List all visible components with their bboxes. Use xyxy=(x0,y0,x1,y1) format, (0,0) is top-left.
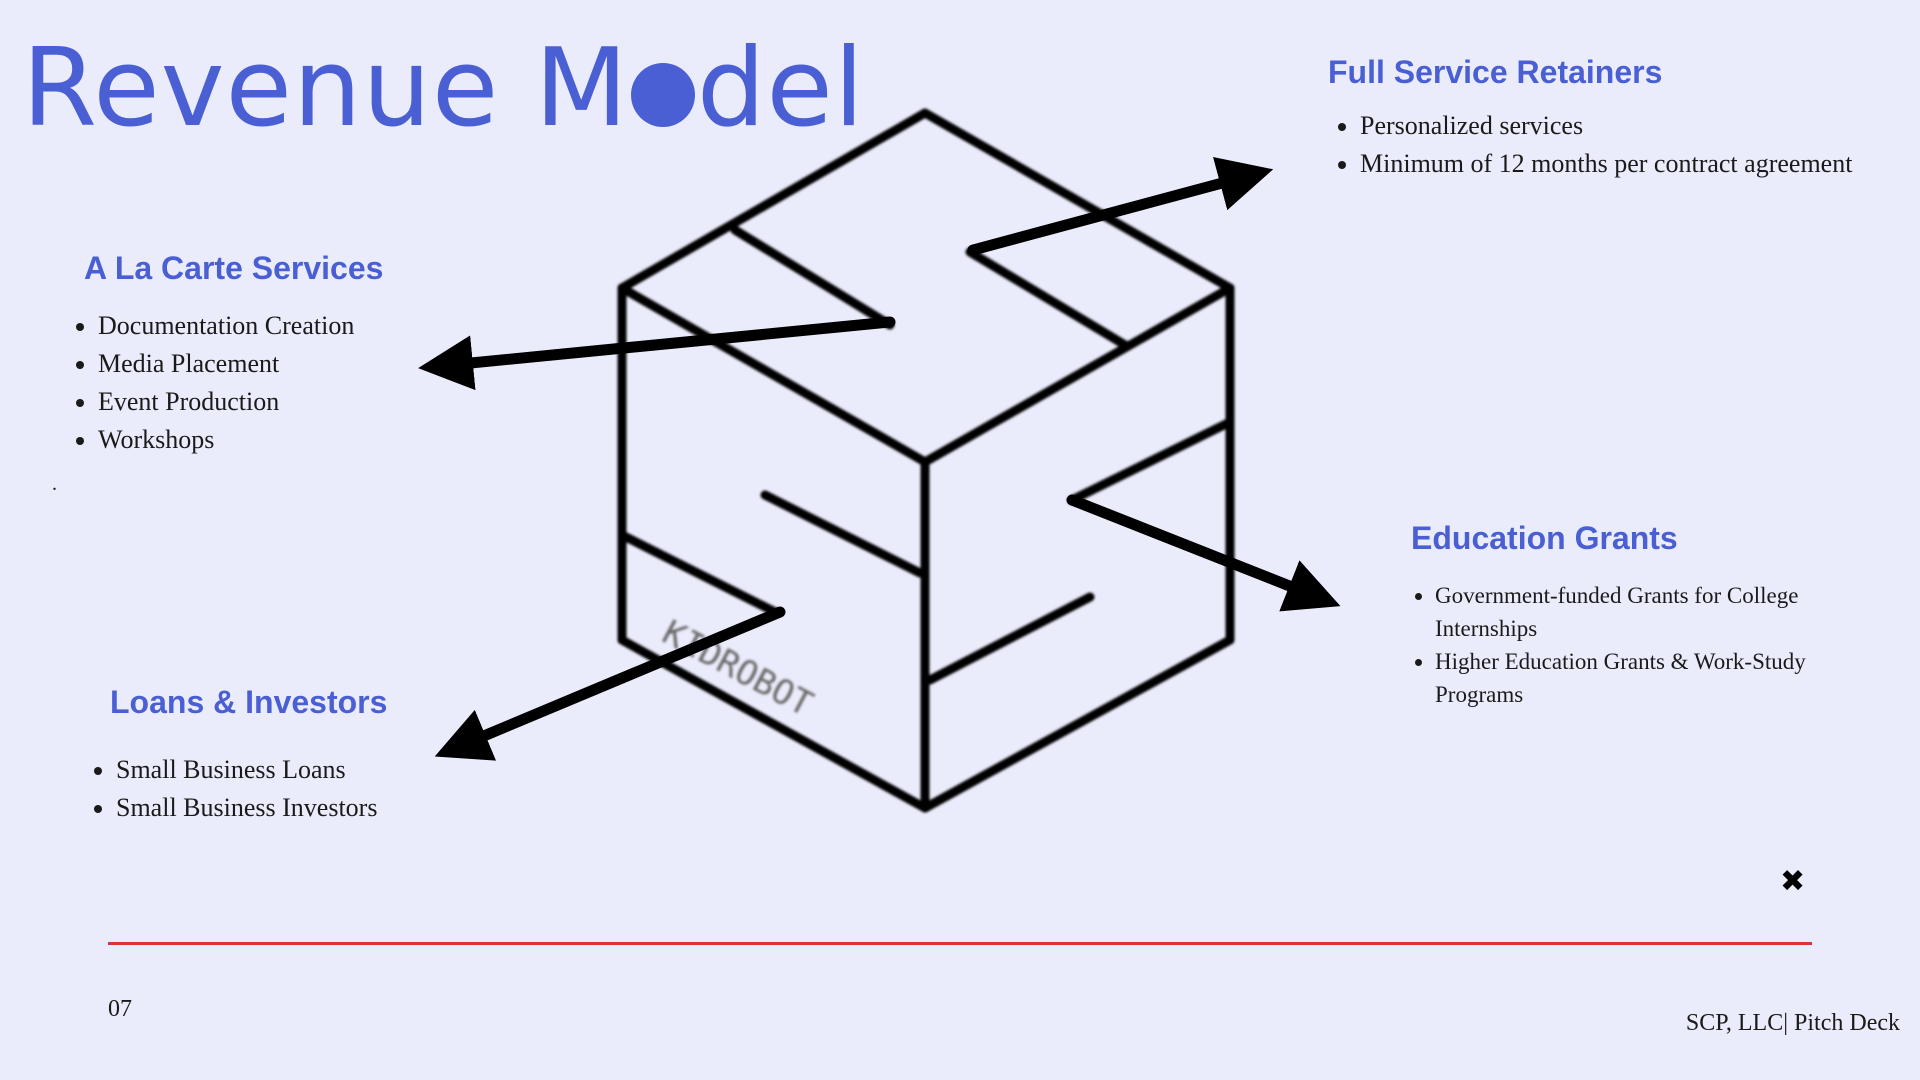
title-text-start: Revenue M xyxy=(22,26,629,151)
page-number: 07 xyxy=(108,996,132,1022)
list-item: Event Production xyxy=(98,383,383,421)
title-dot-o xyxy=(630,63,695,127)
list-item: Workshops xyxy=(98,421,383,459)
education-heading: Education Grants xyxy=(1411,520,1678,556)
cube-s-left-low xyxy=(617,530,780,617)
list-item: Small Business Investors xyxy=(116,789,387,827)
title-text-end: del xyxy=(696,26,865,151)
full-service-list: Personalized services Minimum of 12 mont… xyxy=(1328,107,1852,183)
cube-top-edges xyxy=(617,283,1235,467)
footer-divider xyxy=(108,942,1812,945)
section-a-la-carte-services: A La Carte Services Documentation Creati… xyxy=(84,250,383,459)
full-service-heading: Full Service Retainers xyxy=(1328,54,1663,90)
list-item: Documentation Creation xyxy=(98,307,383,345)
stray-period: . xyxy=(52,473,57,495)
slide-title: Revenue M del xyxy=(22,29,865,149)
close-icon[interactable]: ✖ xyxy=(1780,864,1806,899)
section-education-grants: Education Grants Government-funded Grant… xyxy=(1411,520,1851,711)
section-loans-investors: Loans & Investors Small Business Loans S… xyxy=(110,684,387,827)
cube-s-right-low xyxy=(925,592,1095,685)
list-item: Minimum of 12 months per contract agreem… xyxy=(1360,145,1852,183)
cube-s-right-top xyxy=(1067,417,1235,505)
arrow-to-a-la-carte xyxy=(418,316,896,391)
list-item: Higher Education Grants & Work-Study Pro… xyxy=(1435,645,1851,711)
list-item: Small Business Loans xyxy=(116,751,387,789)
list-item: Personalized services xyxy=(1360,107,1852,145)
loans-heading: Loans & Investors xyxy=(110,684,388,720)
cube-s-left-mid xyxy=(760,490,925,578)
arrow-to-education xyxy=(1066,494,1341,612)
education-list: Government-funded Grants for College Int… xyxy=(1411,579,1851,711)
list-item: Media Placement xyxy=(98,345,383,383)
loans-list: Small Business Loans Small Business Inve… xyxy=(110,751,387,827)
list-item: Government-funded Grants for College Int… xyxy=(1435,579,1851,645)
cube-s-top-right xyxy=(965,247,1130,350)
section-full-service-retainers: Full Service Retainers Personalized serv… xyxy=(1328,54,1852,183)
a-la-carte-list: Documentation Creation Media Placement E… xyxy=(84,307,383,459)
arrow-to-full-service xyxy=(967,157,1274,256)
footer-brand: SCP, LLC| Pitch Deck xyxy=(1685,1010,1900,1036)
cube-s-top-left xyxy=(730,225,895,330)
arrow-to-loans xyxy=(434,606,786,761)
a-la-carte-heading: A La Carte Services xyxy=(84,250,384,286)
